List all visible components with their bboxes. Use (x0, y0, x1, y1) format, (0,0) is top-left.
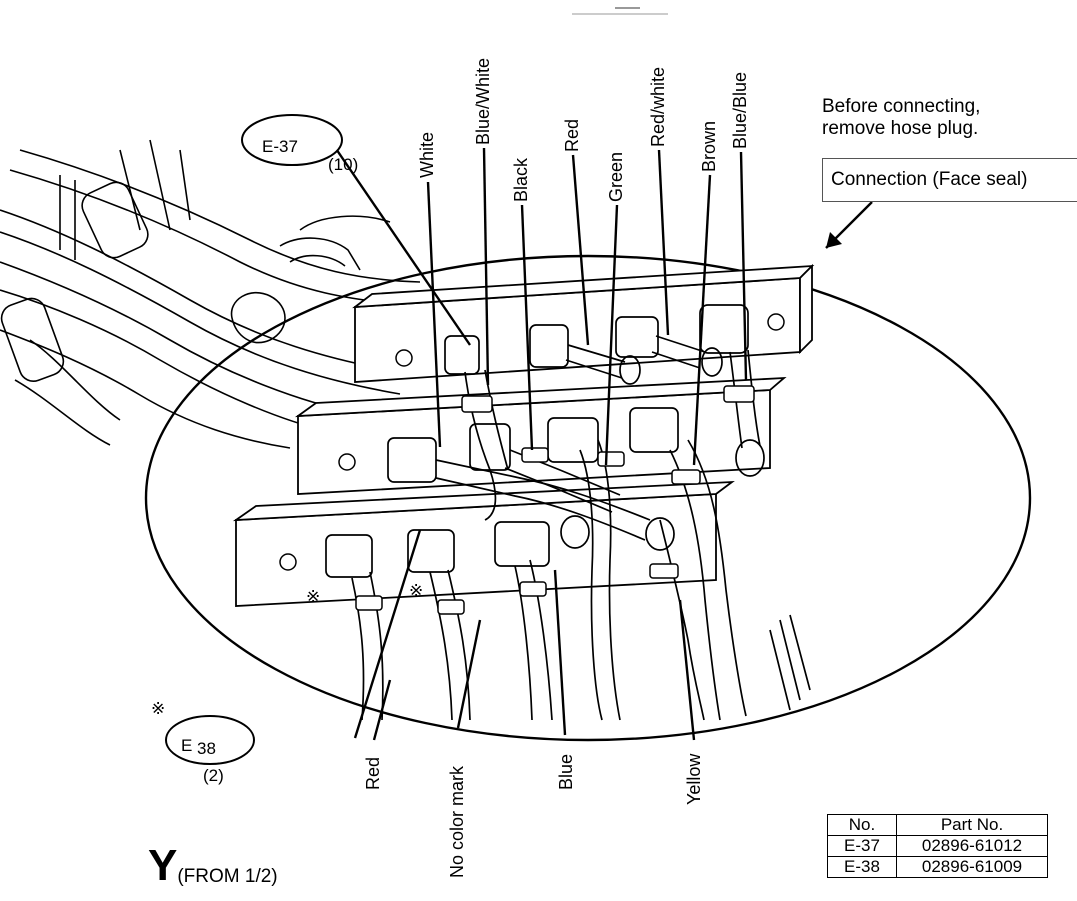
parts-row2-partno: 02896-61009 (896, 856, 1048, 878)
callout-e37-qty: (10) (328, 155, 358, 174)
connector-hoses (351, 335, 811, 721)
label-blue-bottom: Blue (556, 754, 576, 790)
callout-e38-num: 38 (197, 739, 216, 758)
label-black: Black (511, 157, 531, 202)
callout-e37: E-37 (10) (241, 114, 358, 174)
parts-row1-partno: 02896-61012 (896, 835, 1048, 857)
label-blue-blue: Blue/Blue (730, 72, 750, 149)
parts-row1-no: E-37 (827, 835, 897, 857)
asterisk-mark-1: ※ (306, 587, 320, 606)
label-no-color-mark: No color mark (447, 765, 467, 878)
parts-table-row: E-37 02896-61012 (827, 835, 1048, 857)
view-from: (FROM 1/2) (177, 866, 278, 887)
label-brown: Brown (699, 121, 719, 172)
view-label: Y(FROM 1/2) (148, 844, 278, 888)
connection-note: Before connecting, remove hose plug. (822, 96, 980, 140)
callout-e38: ※ E 38 (2) (151, 699, 255, 785)
label-white: White (417, 132, 437, 178)
label-red-bottom: Red (363, 757, 383, 790)
hose-fittings (325, 304, 749, 578)
label-red-top: Red (562, 119, 582, 152)
connection-arrowhead (826, 232, 842, 248)
callout-e37-label: E-37 (262, 137, 298, 156)
callout-e38-mark: ※ (151, 699, 165, 718)
hose-bundle (0, 139, 421, 449)
asterisk-mark-2: ※ (409, 581, 423, 600)
parts-header-no: No. (827, 814, 897, 836)
connection-face-seal-box: Connection (Face seal) (822, 158, 1077, 202)
parts-table-row: E-38 02896-61009 (827, 856, 1048, 878)
label-green: Green (606, 152, 626, 202)
connection-note-line2: remove hose plug. (822, 118, 979, 139)
label-blue-white: Blue/White (473, 58, 493, 145)
label-yellow: Yellow (684, 753, 704, 805)
parts-header-partno: Part No. (896, 814, 1048, 836)
connection-note-line1: Before connecting, (822, 96, 981, 117)
parts-table-header: No. Part No. (827, 814, 1048, 836)
detail-ellipse (144, 254, 1032, 742)
label-red-white: Red/white (648, 67, 668, 147)
view-letter: Y (148, 841, 178, 890)
parts-table: No. Part No. E-37 02896-61012 E-38 02896… (827, 814, 1048, 878)
leader-lines (329, 139, 873, 741)
callout-e38-qty: (2) (203, 766, 224, 785)
hose-bands (355, 385, 755, 615)
bolt-heads (279, 313, 785, 571)
parts-row2-no: E-38 (827, 856, 897, 878)
callout-e38-prefix: E (181, 736, 192, 755)
